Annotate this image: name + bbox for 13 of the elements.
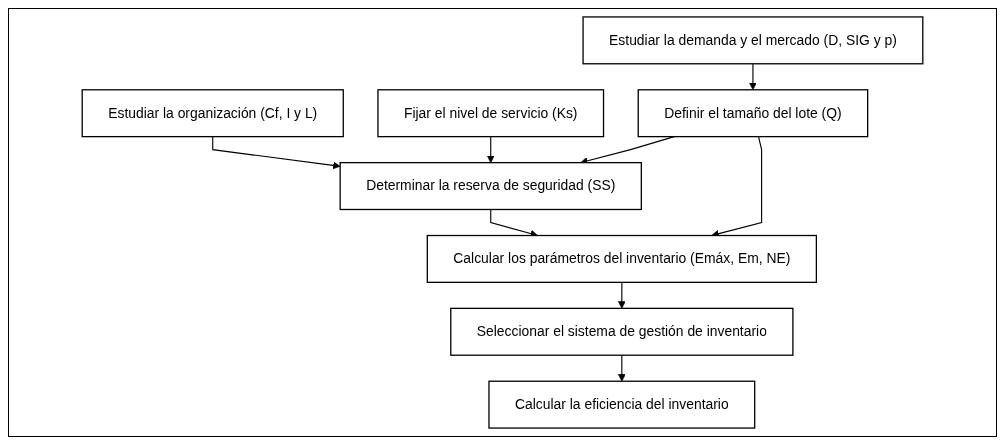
arrow: [749, 63, 757, 91]
node-box: Calcular los parámetros del inventario (Emáx, Em, NE): [426, 234, 817, 283]
node-box: Estudiar la organización (Cf, I y L): [81, 89, 344, 138]
node-box: Determinar la reserva de seguridad (SS): [339, 162, 642, 211]
node-box: Estudiar la demanda y el mercado (D, SIG y p): [582, 16, 924, 65]
node-box: Seleccionar el sistema de gestión de inventario: [450, 307, 794, 356]
arrow: [618, 354, 626, 382]
arrow: [212, 136, 341, 170]
node-box: Definir el tamaño del lote (Q): [637, 89, 869, 138]
arrow: [618, 281, 626, 309]
node-box: Fijar el nivel de servicio (Ks): [377, 89, 605, 138]
arrow: [486, 136, 495, 163]
node-box: Calcular la eficiencia del inventario: [488, 380, 756, 429]
